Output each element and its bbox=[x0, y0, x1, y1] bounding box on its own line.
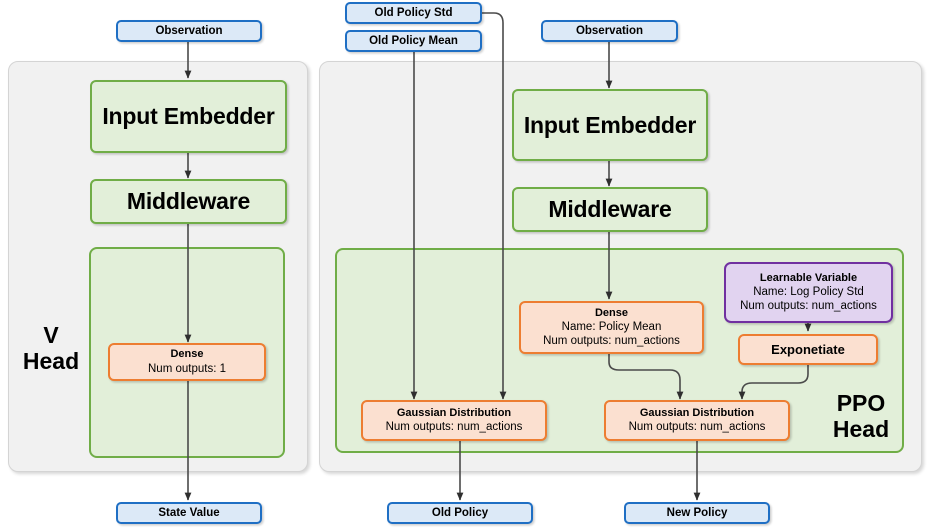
io-new-policy: New Policy bbox=[624, 502, 770, 524]
v-head-label-line1: V bbox=[43, 322, 59, 348]
io-label: Old Policy Std bbox=[374, 7, 453, 19]
io-label: Old Policy Mean bbox=[369, 35, 458, 47]
var-title: Learnable Variable bbox=[759, 271, 858, 284]
io-observation-ppo: Observation bbox=[541, 20, 678, 42]
op-subtitle: Num outputs: num_actions bbox=[628, 421, 766, 434]
v-head-label-line2: Head bbox=[22, 348, 80, 375]
op-title: Gaussian Distribution bbox=[639, 406, 755, 419]
var-subtitle-2: Num outputs: num_actions bbox=[740, 300, 877, 313]
io-state-value: State Value bbox=[116, 502, 262, 524]
io-old-policy: Old Policy bbox=[387, 502, 533, 524]
io-label: Observation bbox=[575, 25, 644, 37]
ppo-head-label-line2: Head bbox=[832, 416, 890, 443]
op-title: Dense bbox=[594, 306, 629, 319]
module-label: Middleware bbox=[548, 196, 672, 222]
module-middleware-ppo: Middleware bbox=[512, 187, 708, 232]
io-observation-v: Observation bbox=[116, 20, 262, 42]
op-subtitle: Num outputs: 1 bbox=[148, 362, 226, 375]
op-dense-v: Dense Num outputs: 1 bbox=[108, 343, 266, 381]
v-head-label: V Head bbox=[14, 322, 88, 375]
op-gaussian-distribution-old: Gaussian Distribution Num outputs: num_a… bbox=[361, 400, 547, 441]
var-log-policy-std: Learnable Variable Name: Log Policy Std … bbox=[724, 262, 893, 323]
op-subtitle: Num outputs: num_actions bbox=[385, 421, 523, 434]
io-label: State Value bbox=[158, 507, 220, 519]
module-label: Input Embedder bbox=[523, 111, 697, 138]
op-gaussian-distribution-new: Gaussian Distribution Num outputs: num_a… bbox=[604, 400, 790, 441]
module-middleware-v: Middleware bbox=[90, 179, 287, 224]
module-input-embedder-v: Input Embedder bbox=[90, 80, 287, 153]
io-label: Observation bbox=[155, 25, 223, 37]
ppo-head-label: PPO Head bbox=[820, 390, 902, 443]
op-exponentiate: Exponetiate bbox=[738, 334, 878, 365]
module-input-embedder-ppo: Input Embedder bbox=[512, 89, 708, 161]
op-subtitle-1: Name: Policy Mean bbox=[561, 321, 662, 334]
op-title: Dense bbox=[170, 348, 204, 361]
module-label: Middleware bbox=[126, 188, 251, 214]
io-old-policy-mean: Old Policy Mean bbox=[345, 30, 482, 52]
io-label: New Policy bbox=[666, 507, 728, 519]
io-old-policy-std: Old Policy Std bbox=[345, 2, 482, 24]
module-label: Input Embedder bbox=[102, 103, 275, 129]
var-subtitle-1: Name: Log Policy Std bbox=[753, 286, 864, 299]
op-dense-policy-mean: Dense Name: Policy Mean Num outputs: num… bbox=[519, 301, 704, 354]
io-label: Old Policy bbox=[431, 507, 489, 519]
op-title: Exponetiate bbox=[771, 341, 845, 357]
ppo-head-label-line1: PPO bbox=[836, 390, 886, 416]
op-subtitle-2: Num outputs: num_actions bbox=[543, 335, 680, 348]
op-title: Gaussian Distribution bbox=[396, 406, 512, 419]
